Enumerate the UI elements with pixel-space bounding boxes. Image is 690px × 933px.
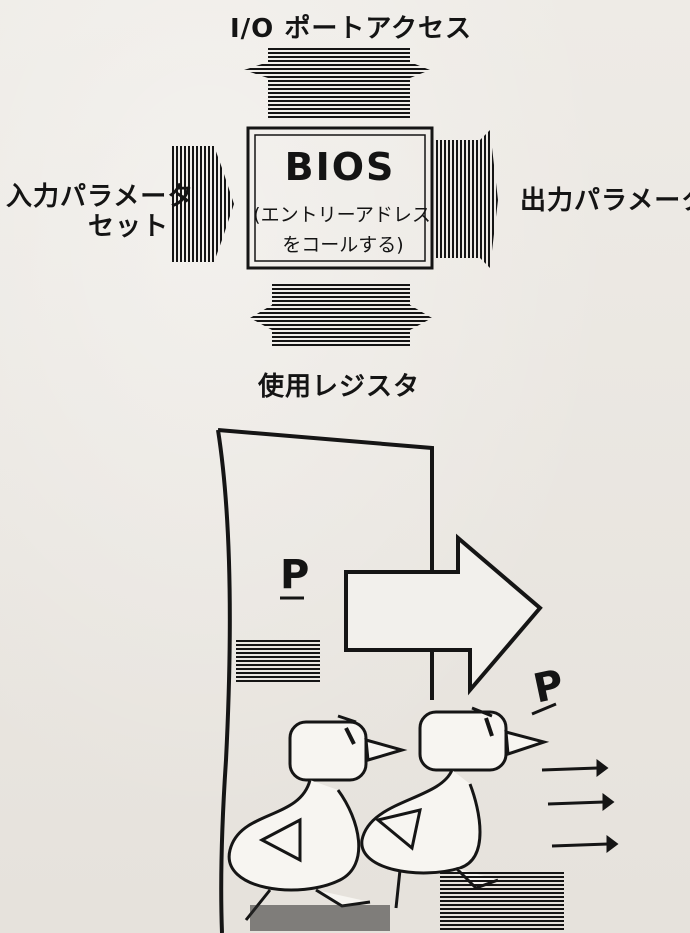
label-used-registers: 使用レジスタ <box>258 372 421 402</box>
label-io-port-access: I/O ポートアクセス <box>230 14 473 44</box>
door-panel-top <box>217 428 434 570</box>
label-output-parameter: 出力パラメータ <box>520 186 690 216</box>
door-hatch <box>236 640 320 684</box>
label-input-parameter-set: セット <box>88 212 170 242</box>
p-flag-left: P <box>280 552 310 598</box>
bios-subtitle-line2: をコールする) <box>282 234 404 256</box>
right-hatch-arrow <box>436 130 498 268</box>
motion-arrows <box>541 759 619 853</box>
bios-title: BIOS <box>284 145 396 189</box>
floor-hatch <box>250 872 564 931</box>
label-input-parameter: 入力パラメータ <box>6 182 195 212</box>
left-hatch-arrow <box>170 146 234 262</box>
bios-box-outer <box>246 126 434 270</box>
bottom-hatch-arrow <box>250 282 432 346</box>
bios-box-inner <box>254 134 426 262</box>
door-panel-left <box>216 429 232 933</box>
top-hatch-arrow <box>244 48 430 120</box>
bios-subtitle-line1: (エントリーアドレス <box>253 204 431 226</box>
big-arrow <box>344 533 543 696</box>
